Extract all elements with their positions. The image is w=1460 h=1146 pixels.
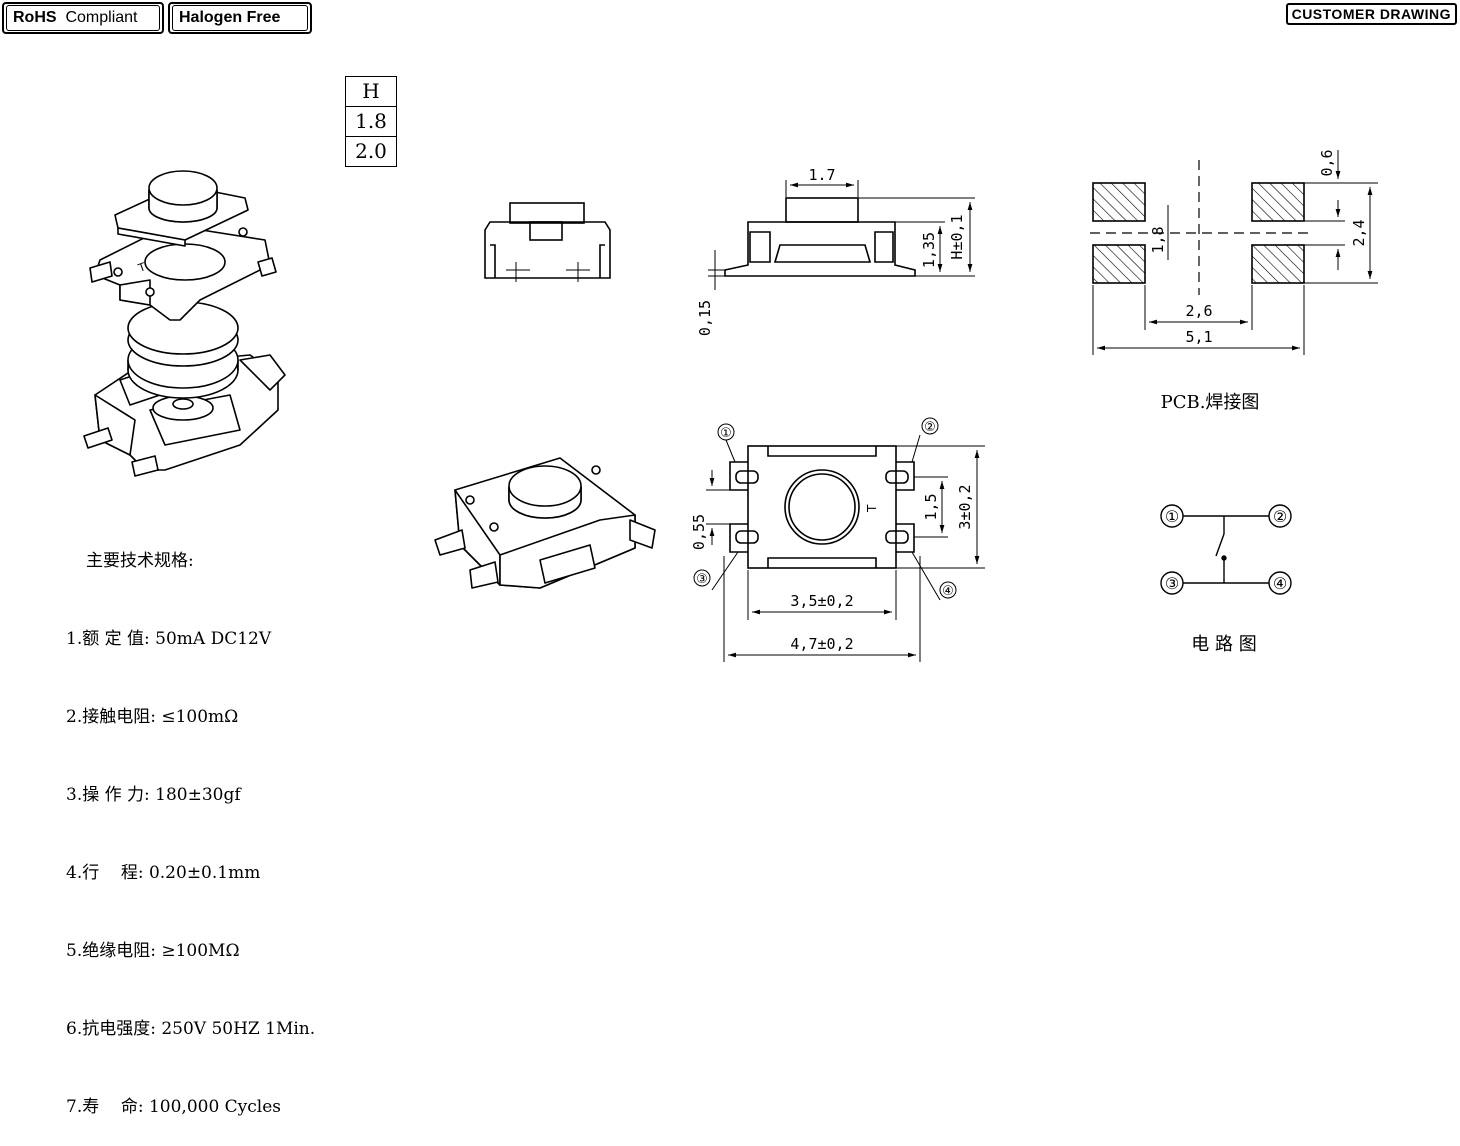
halogen-free-text: Halogen Free bbox=[172, 5, 308, 31]
pin-label: ② bbox=[924, 420, 936, 435]
height-table-row: 2.0 bbox=[345, 136, 397, 167]
assembled-view-drawing bbox=[434, 457, 656, 589]
rohs-bold-text: RoHS bbox=[13, 9, 57, 26]
exploded-view-drawing: T bbox=[83, 170, 286, 477]
dimension-label: 3±0,2 bbox=[956, 484, 974, 529]
circuit-pin-label: ① bbox=[1165, 507, 1179, 526]
dimension-label: 2,4 bbox=[1350, 219, 1368, 246]
dimension-label: 1.7 bbox=[808, 166, 835, 184]
pin-label: ④ bbox=[942, 584, 954, 599]
dimension-label: 0,15 bbox=[696, 300, 714, 336]
svg-text:T: T bbox=[136, 260, 148, 275]
spec-item: 2.接触电阻: ≤100mΩ bbox=[66, 707, 239, 727]
t-marker: T bbox=[865, 504, 879, 513]
height-table: H 1.8 2.0 bbox=[345, 76, 397, 167]
spec-item: 3.操 作 力: 180±30gf bbox=[66, 785, 241, 805]
spec-item: 5.绝缘电阻: ≥100MΩ bbox=[66, 941, 240, 961]
top-view-drawing bbox=[693, 417, 985, 662]
pin-label: ③ bbox=[696, 572, 708, 587]
circuit-diagram bbox=[1160, 504, 1292, 595]
height-table-header: H bbox=[345, 76, 397, 107]
dimension-label: 1,35 bbox=[920, 232, 938, 268]
spec-item: 4.行 程: 0.20±0.1mm bbox=[66, 863, 261, 883]
dimension-label: 5,1 bbox=[1185, 328, 1212, 346]
circuit-caption: 电 路 图 bbox=[1191, 634, 1256, 655]
side-view-drawing bbox=[708, 180, 975, 290]
drawing-canvas: T bbox=[83, 149, 1378, 662]
pin-label: ① bbox=[720, 426, 732, 441]
specifications-title: 主要技术规格: bbox=[86, 551, 194, 571]
customer-drawing-label: CUSTOMER DRAWING bbox=[1285, 3, 1457, 25]
dimension-label: 1,5 bbox=[922, 493, 940, 520]
pcb-layout-drawing bbox=[1090, 150, 1378, 355]
dimension-label: 4,7±0,2 bbox=[790, 635, 853, 653]
dimension-label: H±0,1 bbox=[948, 214, 966, 259]
circuit-pin-label: ② bbox=[1273, 507, 1287, 526]
dimension-label: 0,6 bbox=[1318, 149, 1336, 176]
circuit-pin-label: ③ bbox=[1165, 574, 1179, 593]
dimension-label: 1,8 bbox=[1149, 226, 1167, 253]
dimension-label: 0,55 bbox=[690, 514, 708, 550]
spec-item: 7.寿 命: 100,000 Cycles bbox=[66, 1097, 282, 1117]
rohs-rest-text: Compliant bbox=[65, 9, 138, 26]
height-table-row: 1.8 bbox=[345, 106, 397, 137]
spec-item: 6.抗电强度: 250V 50HZ 1Min. bbox=[66, 1019, 316, 1039]
front-view-drawing bbox=[484, 202, 611, 282]
circuit-pin-label: ④ bbox=[1273, 574, 1287, 593]
spec-item: 1.额 定 值: 50mA DC12V bbox=[66, 629, 272, 649]
dimension-label: 2,6 bbox=[1185, 302, 1212, 320]
dimension-label: 3,5±0,2 bbox=[790, 592, 853, 610]
halogen-free-badge: Halogen Free bbox=[168, 2, 312, 34]
pcb-caption: PCB.焊接图 bbox=[1161, 392, 1260, 413]
rohs-badge: RoHS Compliant bbox=[2, 2, 164, 34]
